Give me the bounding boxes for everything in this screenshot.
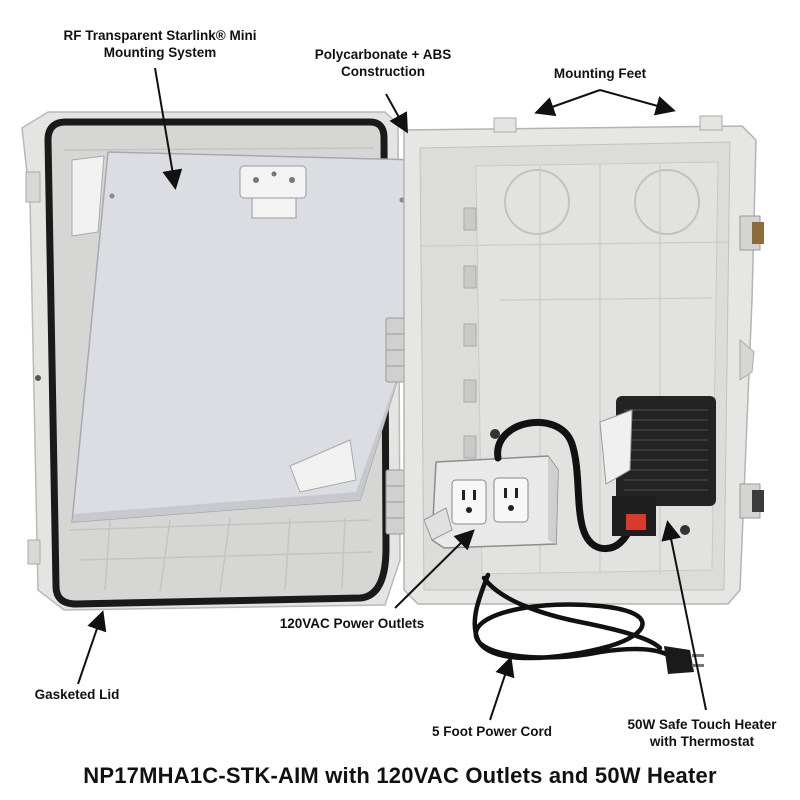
mounting-foot-left	[493, 117, 517, 133]
label-construction: Polycarbonate + ABS Construction	[314, 47, 452, 79]
mounting-foot-right	[699, 115, 723, 131]
lid-ribs	[63, 147, 375, 593]
heater	[599, 396, 716, 536]
label-power-cord: 5 Foot Power Cord	[431, 724, 552, 739]
label-heater: 50W Safe Touch Heater with Thermostat	[627, 717, 777, 749]
label-power-outlets: 120VAC Power Outlets	[279, 616, 425, 631]
product-title: NP17MHA1C-STK-AIM with 120VAC Outlets an…	[83, 763, 717, 788]
armored-cable	[494, 419, 638, 553]
starlink-mini-plate	[71, 151, 419, 523]
mount-bracket	[239, 165, 307, 219]
label-mini-mounting-system: RF Transparent Starlink® Mini Mounting S…	[63, 28, 257, 60]
label-mounting-feet: Mounting Feet	[553, 66, 647, 81]
callout-arrows	[77, 67, 707, 721]
thermostat	[626, 514, 646, 530]
power-cord	[472, 572, 673, 661]
label-gasketed-lid: Gasketed Lid	[34, 687, 120, 702]
power-outlet-box	[423, 455, 559, 549]
power-plug	[664, 646, 704, 674]
